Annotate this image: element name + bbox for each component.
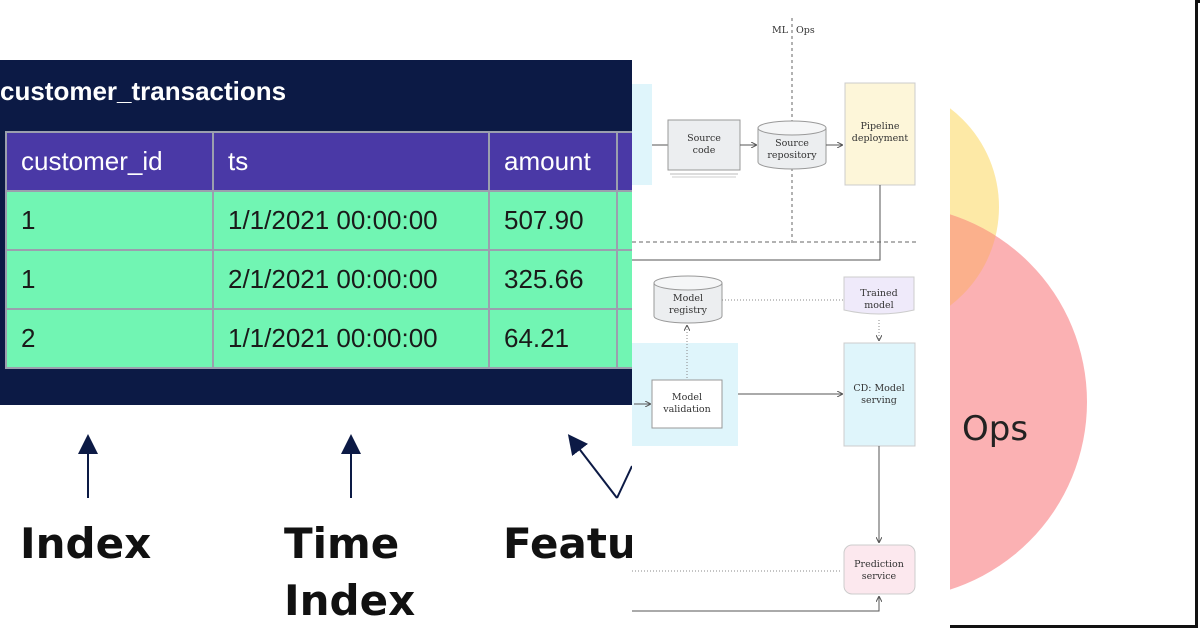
table-cell: 325.66 <box>488 249 618 310</box>
features-arrow-right <box>616 465 633 499</box>
prediction-connector <box>632 597 879 612</box>
ops-lane-label: Ops <box>796 25 815 36</box>
table-cell: 64.21 <box>488 308 618 369</box>
mlops-diagram-svg: ML Ops Source code Source repository Pip… <box>632 18 917 612</box>
time-index-label-line2: Index <box>284 576 416 625</box>
column-header: ts <box>212 131 490 192</box>
transactions-table: customer_id ts amount 1 1/1/2021 00:00:0… <box>5 131 638 369</box>
cd-serving-text: CD: Model <box>853 383 904 394</box>
trained-model-text: model <box>864 300 893 311</box>
model-validation-text: Model <box>672 392 702 403</box>
table-cell: 507.90 <box>488 190 618 251</box>
table-cell: 2 <box>5 308 214 369</box>
table-cell: 1/1/2021 00:00:00 <box>212 190 490 251</box>
left-stage-box <box>632 84 652 185</box>
model-registry-text: registry <box>669 305 708 316</box>
column-header: amount <box>488 131 618 192</box>
ml-lane-label: ML <box>772 25 789 36</box>
prediction-text: Prediction <box>854 559 904 570</box>
source-repo-text: Source <box>775 138 809 149</box>
table-cell: 1/1/2021 00:00:00 <box>212 308 490 369</box>
source-code-text: Source <box>687 133 721 144</box>
table-cell: 2/1/2021 00:00:00 <box>212 249 490 310</box>
table-cell: 1 <box>5 190 214 251</box>
cd-model-serving-box <box>843 342 916 447</box>
table-row: 1 1/1/2021 00:00:00 507.90 <box>5 190 638 251</box>
source-code-text: code <box>693 145 716 156</box>
features-arrow-left <box>567 434 618 499</box>
model-registry-cylinder <box>653 283 723 324</box>
trained-model-text: Trained <box>860 288 897 299</box>
pipeline-connector <box>632 185 881 261</box>
model-registry-text: Model <box>673 293 703 304</box>
venn-diagram <box>950 108 1087 590</box>
source-code-box <box>667 119 741 171</box>
table-cell: 1 <box>5 249 214 310</box>
venn-circle-red <box>950 214 1087 590</box>
features-label: Featu <box>503 520 632 568</box>
source-repo-text: repository <box>767 150 817 161</box>
prediction-service-box <box>843 544 916 595</box>
time-index-label-line1: Time <box>284 519 400 568</box>
column-header: customer_id <box>5 131 214 192</box>
table-header-row: customer_id ts amount <box>5 131 638 192</box>
index-label: Index <box>20 519 152 568</box>
prediction-text: service <box>862 571 897 582</box>
cd-serving-text: serving <box>861 395 897 406</box>
venn-ops-label: Ops <box>962 409 1029 449</box>
pointer-arrows <box>78 434 633 499</box>
model-validation-text: validation <box>662 404 711 415</box>
pipeline-text: deployment <box>852 133 909 144</box>
pipeline-text: Pipeline <box>861 121 900 132</box>
table-row: 2 1/1/2021 00:00:00 64.21 <box>5 308 638 369</box>
model-validation-box <box>651 379 723 429</box>
venn-panel: Ops <box>950 0 1198 628</box>
table-title: customer_transactions <box>0 76 287 106</box>
mlops-diagram: ML Ops Source code Source repository Pip… <box>632 14 953 616</box>
source-repository-cylinder <box>757 128 827 170</box>
table-row: 1 2/1/2021 00:00:00 325.66 <box>5 249 638 310</box>
trained-model-box <box>843 276 915 315</box>
